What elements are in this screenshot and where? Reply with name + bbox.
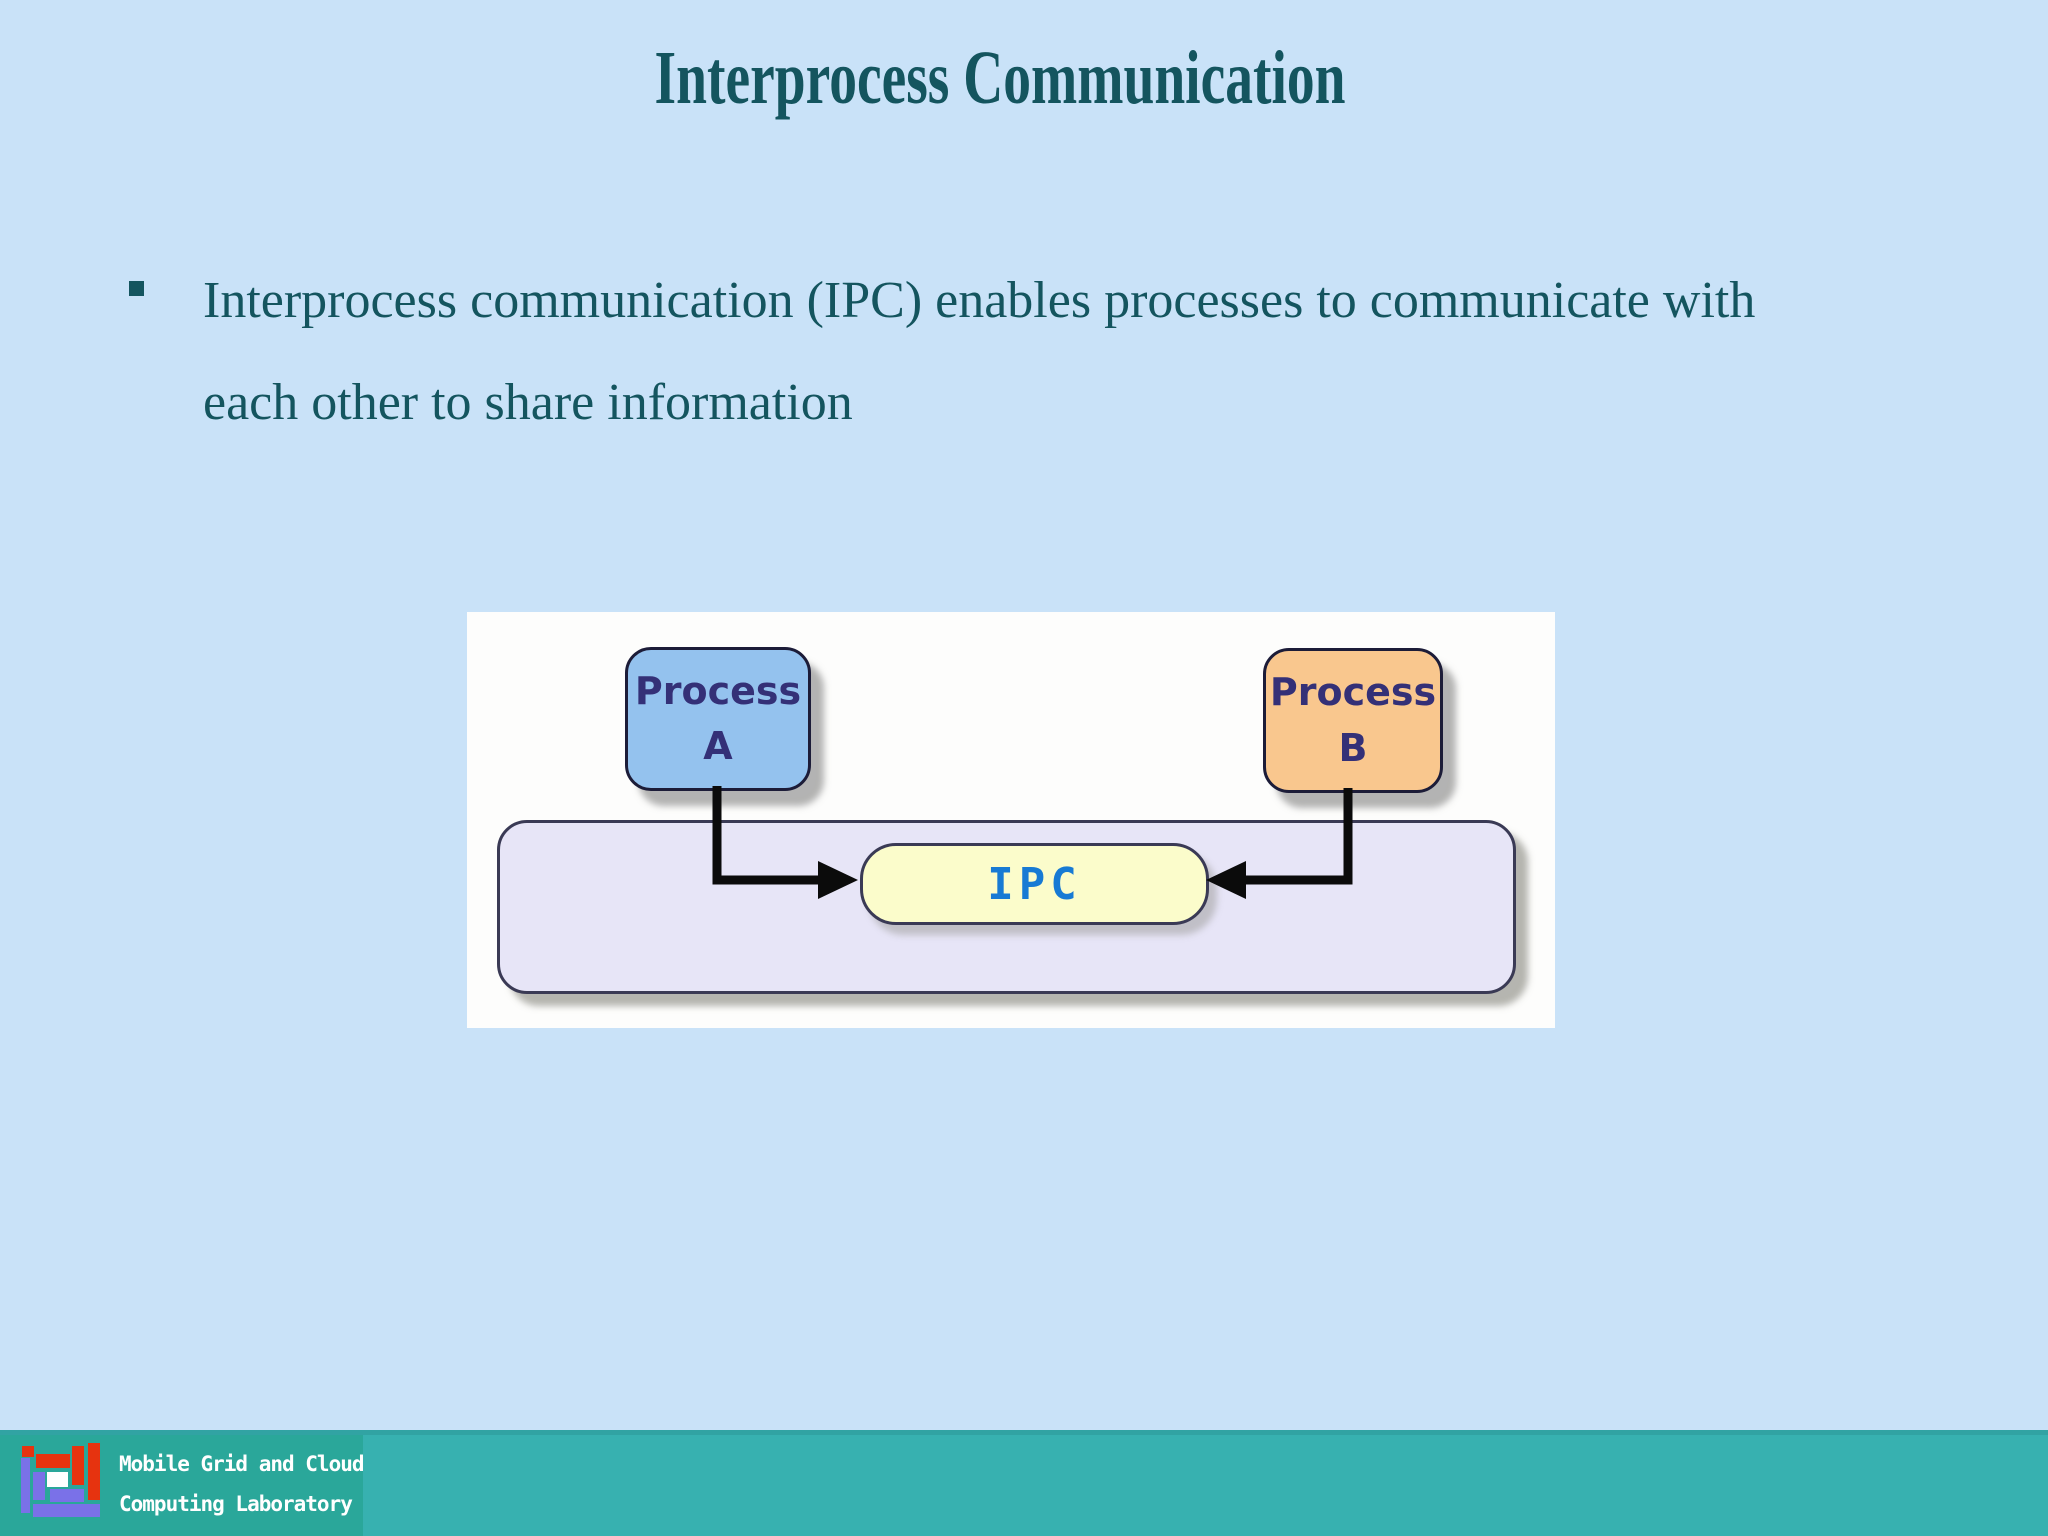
- logo-block: [33, 1472, 45, 1500]
- logo-block: [72, 1446, 84, 1485]
- logo-block: [88, 1443, 100, 1500]
- footer-bar: Mobile Grid and Cloud Computing Laborato…: [0, 1430, 2048, 1536]
- process-a-label: Process: [634, 668, 802, 713]
- ipc-box: IPC: [860, 843, 1209, 925]
- process-a-letter: A: [703, 724, 733, 768]
- lab-name: Mobile Grid and Cloud Computing Laborato…: [119, 1444, 365, 1524]
- lab-name-line-1: Mobile Grid and Cloud: [119, 1452, 365, 1476]
- process-b-letter: B: [1338, 725, 1368, 770]
- lab-logo-icon: [21, 1440, 106, 1525]
- bullet-text-line-2: each other to share information: [203, 374, 853, 431]
- footer-logo-area: Mobile Grid and Cloud Computing Laborato…: [0, 1435, 365, 1536]
- process-a-box: Process A: [625, 647, 811, 791]
- ipc-label: IPC: [987, 858, 1082, 910]
- logo-block: [47, 1472, 68, 1487]
- logo-block: [36, 1454, 70, 1468]
- process-b-box: Process B: [1263, 648, 1443, 793]
- process-b-label: Process: [1269, 670, 1437, 715]
- bullet-text: Interprocess communication (IPC) enables…: [203, 250, 1963, 454]
- bullet-text-line-1: Interprocess communication (IPC) enables…: [203, 272, 1756, 329]
- logo-block: [22, 1446, 34, 1457]
- logo-block: [50, 1489, 84, 1502]
- logo-block: [21, 1458, 30, 1513]
- logo-block: [33, 1504, 100, 1517]
- lab-name-line-2: Computing Laboratory: [119, 1492, 353, 1516]
- bullet-square-icon: [129, 281, 144, 296]
- slide-title: Interprocess Communication: [654, 36, 1346, 120]
